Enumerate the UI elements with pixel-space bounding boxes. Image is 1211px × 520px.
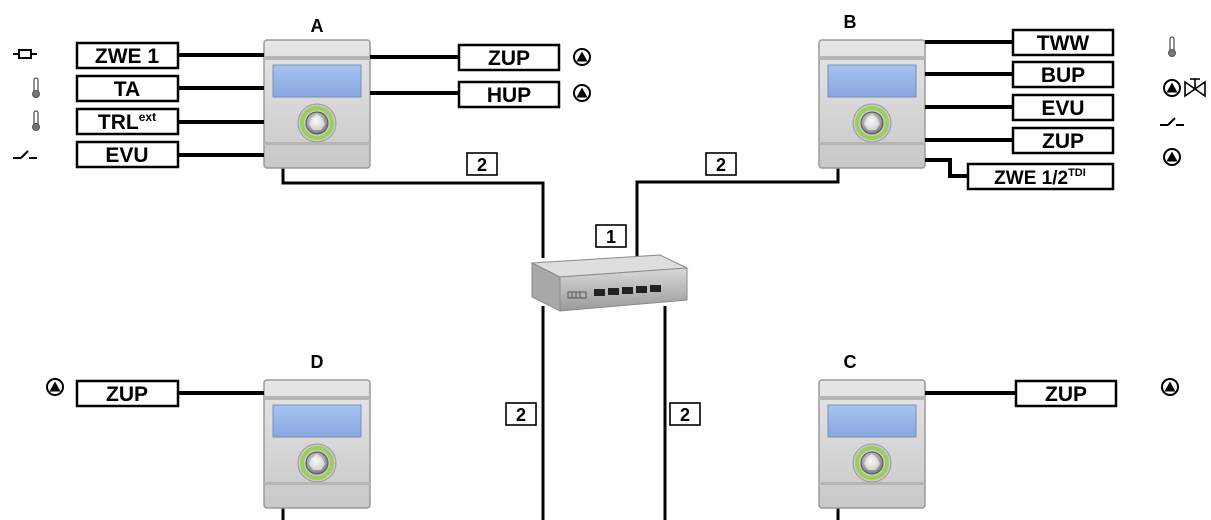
valve-icon <box>1184 78 1206 98</box>
a-left-wires <box>178 53 264 157</box>
pump-icon <box>573 48 591 66</box>
pump-icon <box>1161 378 1179 396</box>
cable-number-d: 2 <box>516 405 526 425</box>
fuse-icon <box>12 49 38 59</box>
pump-icon <box>1163 148 1181 166</box>
pump-icon <box>573 84 591 102</box>
temperature-sensor-icon <box>31 110 41 132</box>
cable-number-b: 2 <box>716 155 726 175</box>
terminal-zwe-tdi: ZWE 1/2TDI <box>994 167 1086 189</box>
terminal-zup-c: ZUP <box>1045 383 1087 406</box>
pump-icon <box>1163 79 1181 97</box>
cable-number-a: 2 <box>477 155 487 175</box>
controller-a <box>262 38 372 170</box>
pump-icon <box>46 378 64 396</box>
a-right-wires <box>370 55 459 95</box>
controller-c <box>817 378 927 510</box>
unit-label-d: D <box>311 352 324 372</box>
terminal-ta: TA <box>114 78 140 101</box>
terminal-trl-ext: TRLext <box>98 110 156 134</box>
unit-label-c: C <box>844 352 857 372</box>
unit-label-a: A <box>311 16 324 36</box>
cable-number-switch: 1 <box>606 227 616 247</box>
unit-label-b: B <box>844 12 857 32</box>
terminal-tww: TWW <box>1037 32 1090 55</box>
network-cables <box>281 168 840 520</box>
controller-d <box>262 378 372 510</box>
terminal-zup-b: ZUP <box>1042 130 1084 153</box>
temperature-sensor-icon <box>1167 36 1177 58</box>
controller-b <box>817 38 927 170</box>
terminal-evu-a: EVU <box>105 144 148 167</box>
terminal-zup-a: ZUP <box>488 47 530 70</box>
terminal-bup: BUP <box>1041 64 1085 87</box>
switch-contact-icon <box>1159 117 1185 126</box>
terminal-zwe1: ZWE 1 <box>95 45 159 68</box>
terminal-zup-d: ZUP <box>106 383 148 406</box>
network-switch <box>530 254 689 312</box>
temperature-sensor-icon <box>31 77 41 99</box>
cable-number-c: 2 <box>680 405 690 425</box>
terminal-evu-b: EVU <box>1041 97 1084 120</box>
terminal-hup: HUP <box>487 84 531 107</box>
switch-contact-icon <box>12 150 38 159</box>
b-right-wires <box>925 40 1013 178</box>
